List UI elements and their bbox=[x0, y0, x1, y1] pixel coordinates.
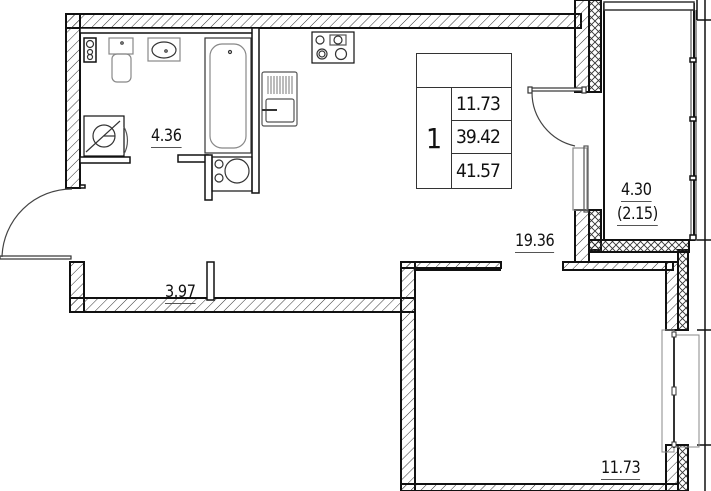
kitchen-living-area: 19.36 bbox=[515, 231, 555, 251]
bedroom-area-label: 11.73 bbox=[601, 458, 641, 480]
living-area-value: 11.73 bbox=[452, 88, 511, 121]
balcony bbox=[603, 0, 711, 491]
doors bbox=[0, 86, 589, 260]
rooms-count: 1 bbox=[417, 88, 452, 188]
bedroom-window bbox=[661, 329, 700, 453]
total-area-value: 39.42 bbox=[452, 121, 511, 154]
hallway-area: 3.97 bbox=[165, 282, 196, 302]
balcony-area-label: 4.30 bbox=[621, 180, 652, 202]
total-area-with-balcony-value: 41.57 bbox=[456, 159, 501, 182]
balcony-reduced-area: (2.15) bbox=[617, 204, 658, 224]
summary-header bbox=[417, 54, 511, 88]
hallway-area-label: 3.97 bbox=[165, 282, 196, 304]
bathroom-partitions bbox=[79, 27, 260, 201]
inner-walls bbox=[79, 29, 667, 485]
bathroom-area: 4.36 bbox=[151, 126, 182, 146]
bathroom-fixtures bbox=[83, 37, 253, 192]
walls bbox=[65, 0, 690, 491]
balcony-reduced-area-label: (2.15) bbox=[617, 206, 658, 226]
bedroom-area: 11.73 bbox=[601, 458, 641, 478]
hallway-partition bbox=[206, 261, 215, 301]
area-summary-table: 1 11.73 39.42 41.57 bbox=[416, 53, 512, 189]
bathroom-area-label: 4.36 bbox=[151, 126, 182, 148]
kitchen-living-area-label: 19.36 bbox=[515, 231, 555, 253]
kitchen-fixtures bbox=[261, 31, 355, 127]
balcony-area: 4.30 bbox=[621, 180, 652, 200]
